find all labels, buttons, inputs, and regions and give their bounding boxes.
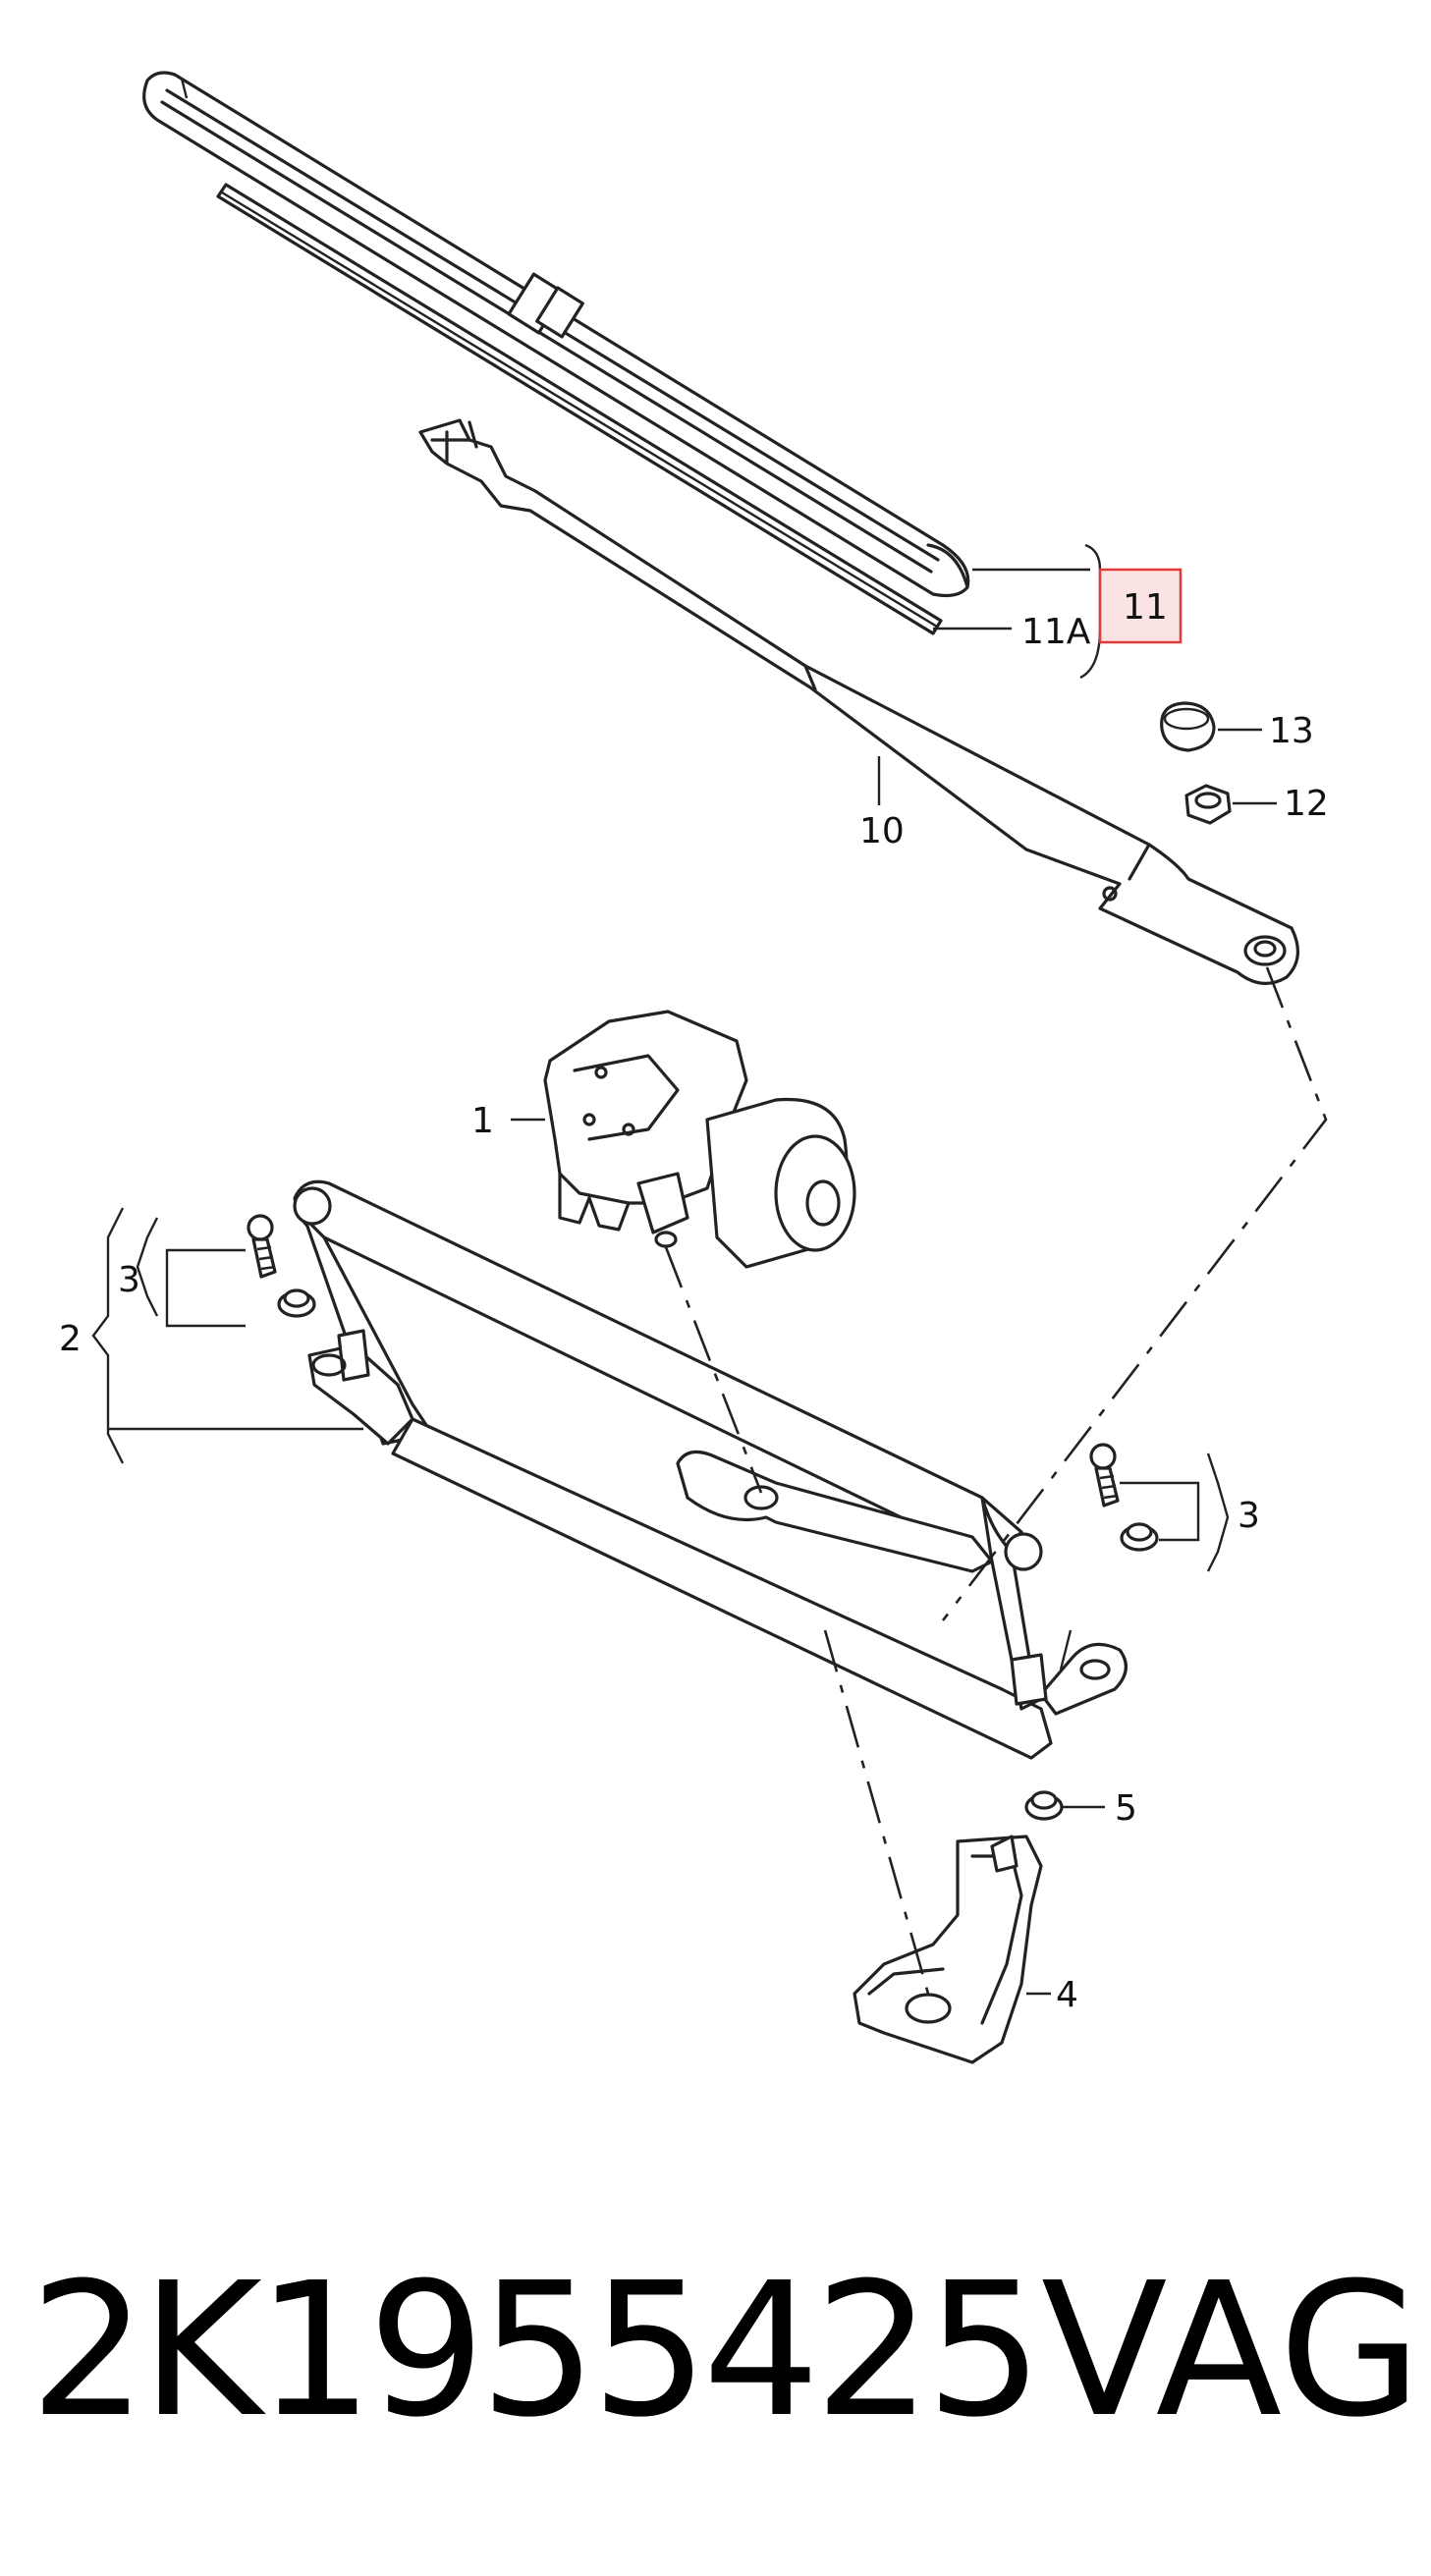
mounting-bracket [853,1835,1043,2064]
label-12: 12 [1284,784,1329,824]
nut [1184,784,1232,825]
highlight-11: 11 [1098,568,1183,644]
label-1: 1 [471,1101,494,1141]
wiper-motor [543,1010,856,1269]
leader-lines [91,543,1277,1996]
label-11: 11 [1123,587,1168,628]
label-13: 13 [1269,711,1314,751]
brand-name: VAG [1041,2243,1422,2458]
label-2: 2 [59,1319,82,1359]
part-number: 2K1955425 [29,2243,1043,2458]
label-11a: 11A [1021,612,1091,652]
label-3-left: 3 [118,1260,140,1300]
bolt-grommet-right [1089,1443,1159,1552]
bolt-grommet-left [247,1214,316,1318]
wiper-blade-refill [216,183,943,635]
wiper-blade [142,71,970,598]
cap [1160,701,1216,752]
wiper-linkage [293,1179,1128,1760]
wiper-assembly-diagram: 11A 11 10 13 12 1 3 2 3 5 4 [59,71,1329,2064]
label-10: 10 [859,811,905,851]
label-5: 5 [1115,1788,1137,1829]
grommet [1024,1790,1064,1821]
label-4: 4 [1056,1975,1078,2015]
wiper-arm [418,418,1299,985]
label-3-right: 3 [1238,1496,1260,1536]
